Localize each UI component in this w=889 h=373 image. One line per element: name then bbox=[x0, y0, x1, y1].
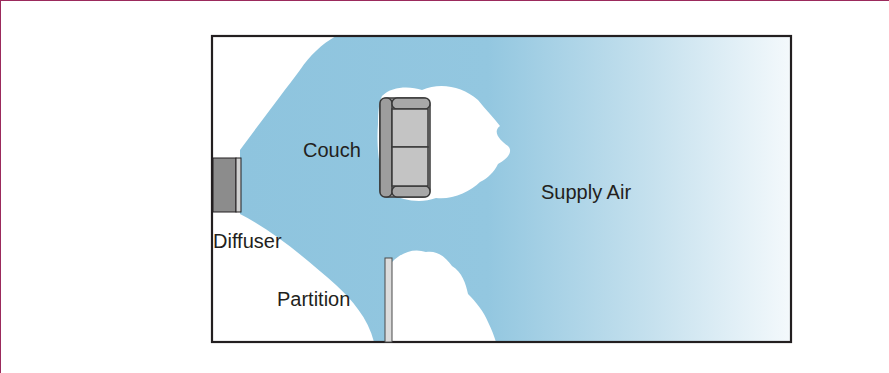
frame-line bbox=[0, 0, 889, 1]
frame-line bbox=[0, 0, 1, 373]
diffuser-body bbox=[213, 158, 236, 212]
diffuser-grille bbox=[236, 158, 241, 212]
region-label: Supply Air bbox=[541, 181, 631, 203]
partition-wall bbox=[385, 258, 392, 342]
supply-air-region bbox=[240, 36, 791, 342]
part-label: Partition bbox=[277, 288, 350, 310]
part-label: Couch bbox=[303, 139, 361, 161]
room-wall bbox=[212, 36, 791, 342]
still-air-pocket bbox=[392, 250, 496, 342]
part-label: Diffuser bbox=[213, 230, 282, 252]
still-air-pocket bbox=[378, 86, 511, 201]
couch-drawing bbox=[380, 98, 430, 197]
